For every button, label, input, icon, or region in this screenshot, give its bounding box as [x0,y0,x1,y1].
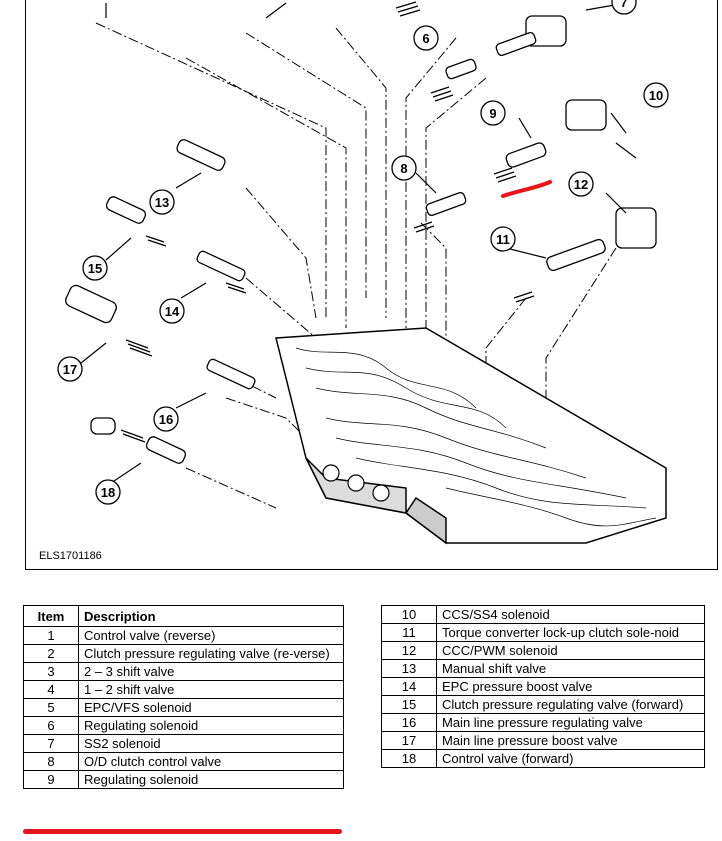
item-number: 7 [23,734,79,753]
item-number: 17 [381,731,437,750]
item-number: 2 [23,644,79,663]
item-description: Regulating solenoid [78,770,344,789]
item-description: O/D clutch control valve [78,752,344,771]
item-number: 18 [381,749,437,768]
svg-text:11: 11 [496,232,510,247]
item-number: 8 [23,752,79,771]
item-header: Item [23,605,79,627]
item-description: Control valve (reverse) [78,626,344,645]
svg-text:6: 6 [422,31,429,46]
item-number: 11 [381,623,437,642]
item-number: 15 [381,695,437,714]
svg-text:7: 7 [620,0,627,10]
callout-8: 8 [391,155,417,181]
callout-17: 17 [57,356,83,382]
callout-7: 7 [611,0,637,15]
item-number: 6 [23,716,79,735]
item-description: Main line pressure boost valve [436,731,705,750]
svg-text:14: 14 [165,304,180,319]
item-description: 1 – 2 shift valve [78,680,344,699]
item-number: 3 [23,662,79,681]
item-description: Manual shift valve [436,659,705,678]
item-description: Clutch pressure regulating valve (re-ver… [78,644,344,663]
svg-text:15: 15 [88,261,102,276]
callout-16: 16 [153,406,179,432]
item-number: 1 [23,626,79,645]
item-description: 2 – 3 shift valve [78,662,344,681]
item-number: 12 [381,641,437,660]
callout-10: 10 [643,82,669,108]
item-description: SS2 solenoid [78,734,344,753]
description-header: Description [78,605,344,627]
item-description: Regulating solenoid [78,716,344,735]
item-number: 16 [381,713,437,732]
svg-text:8: 8 [400,161,407,176]
exploded-diagram: 6 7 8 9 10 11 12 13 14 15 16 17 18 ELS17… [25,0,718,570]
svg-text:9: 9 [489,106,496,121]
item-description: Torque converter lock-up clutch sole-noi… [436,623,705,642]
item-description: Main line pressure regulating valve [436,713,705,732]
item-number: 13 [381,659,437,678]
svg-text:17: 17 [63,362,77,377]
callout-6: 6 [413,25,439,51]
table-header-row: Item Description [23,605,344,627]
item-number: 4 [23,680,79,699]
svg-text:16: 16 [159,412,173,427]
item-description: Control valve (forward) [436,749,705,768]
item-description: EPC pressure boost valve [436,677,705,696]
svg-text:10: 10 [649,88,663,103]
svg-text:13: 13 [155,195,169,210]
item-number: 14 [381,677,437,696]
callout-9: 9 [480,100,506,126]
item-description: EPC/VFS solenoid [78,698,344,717]
item-number: 5 [23,698,79,717]
highlight-mark-9 [501,180,552,198]
item-number: 10 [381,605,437,624]
item-description: CCS/SS4 solenoid [436,605,705,624]
svg-text:12: 12 [574,177,588,192]
svg-text:18: 18 [101,485,115,500]
figure-id: ELS1701186 [39,550,102,562]
callout-18: 18 [95,479,121,505]
callout-13: 13 [149,189,175,215]
callout-12: 12 [568,171,594,197]
callout-15: 15 [82,255,108,281]
callout-14: 14 [159,298,185,324]
item-number: 9 [23,770,79,789]
item-description: CCC/PWM solenoid [436,641,705,660]
highlight-underline [23,829,342,834]
item-description: Clutch pressure regulating valve (forwar… [436,695,705,714]
valve-body-illustration: 6 7 8 9 10 11 12 13 14 15 16 17 18 [57,0,669,545]
callout-11: 11 [490,226,516,252]
